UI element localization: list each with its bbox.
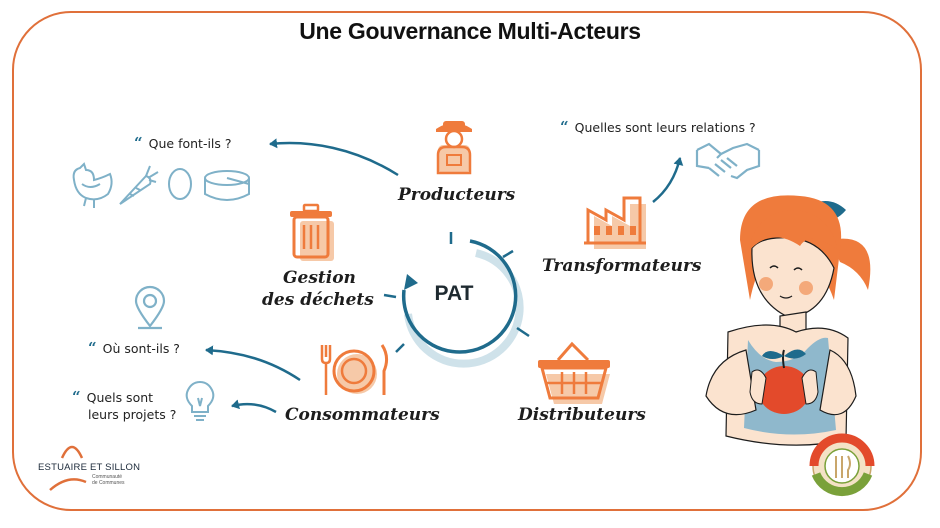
lightbulb-icon <box>185 380 215 421</box>
question-que-font-ils: “ Que font-ils ? <box>134 134 232 153</box>
arrow-to-ou-sont-ils <box>205 345 301 382</box>
arrow-to-que-font-ils <box>269 138 399 177</box>
question-ou-sont-ils: “ Où sont-ils ? <box>88 339 180 358</box>
factory-icon <box>584 196 646 249</box>
quote-mark-icon: “ <box>560 118 569 136</box>
pat-cycle-ring <box>383 232 530 368</box>
center-label-pat: PAT <box>434 282 474 305</box>
cheese-icon <box>204 170 250 201</box>
chicken-icon <box>72 162 113 208</box>
frame-border <box>12 11 922 511</box>
estuaire-sub-line2: de Communes <box>92 480 125 486</box>
gestion-line-1: Gestion <box>283 268 356 288</box>
actor-consommateurs: Consommateurs <box>285 405 440 425</box>
page-title: Une Gouvernance Multi-Acteurs <box>299 18 641 44</box>
actor-distributeurs: Distributeurs <box>518 405 646 425</box>
question-relations: “ Quelles sont leurs relations ? <box>560 118 756 137</box>
arrow-to-projets <box>231 399 277 414</box>
question-que-font-ils-text: Que font-ils ? <box>148 136 232 151</box>
estuaire-sub-line1: Communauté <box>92 474 123 480</box>
question-projets-line-2: leurs projets ? <box>88 407 177 422</box>
quote-mark-icon: “ <box>134 134 143 152</box>
handshake-icon <box>695 142 761 180</box>
actor-transformateurs: Transformateurs <box>542 256 702 276</box>
quote-mark-icon: “ <box>88 339 97 357</box>
question-ou-sont-ils-text: Où sont-ils ? <box>102 341 180 356</box>
girl-with-apple-illustration <box>705 195 871 446</box>
estuaire-sillon-subtitle: Communauté de Communes <box>92 474 125 486</box>
question-projets-line1: Quels sont <box>86 390 154 405</box>
plate-cutlery-icon <box>320 344 389 395</box>
estuaire-sillon-name: ESTUAIRE ET SILLON <box>38 462 141 473</box>
actor-producteurs: Producteurs <box>398 185 516 205</box>
egg-icon <box>168 168 192 200</box>
pat-badge-logo <box>809 433 875 497</box>
actor-gestion-dechets: Gestion <box>283 268 356 289</box>
estuaire-sillon-logo <box>49 445 87 491</box>
question-relations-text: Quelles sont leurs relations ? <box>574 120 756 135</box>
actor-gestion-dechets-line2: des déchets <box>262 290 374 310</box>
quote-mark-icon: “ <box>72 388 81 406</box>
carrot-icon <box>119 165 159 205</box>
location-pin-icon <box>134 285 166 330</box>
farmer-icon <box>436 121 472 175</box>
question-projets: “ Quels sont <box>72 388 153 407</box>
basket-icon <box>538 341 610 404</box>
cycle-arrowhead <box>404 274 418 290</box>
arrow-to-relations <box>652 157 684 203</box>
trash-can-icon <box>290 203 334 261</box>
